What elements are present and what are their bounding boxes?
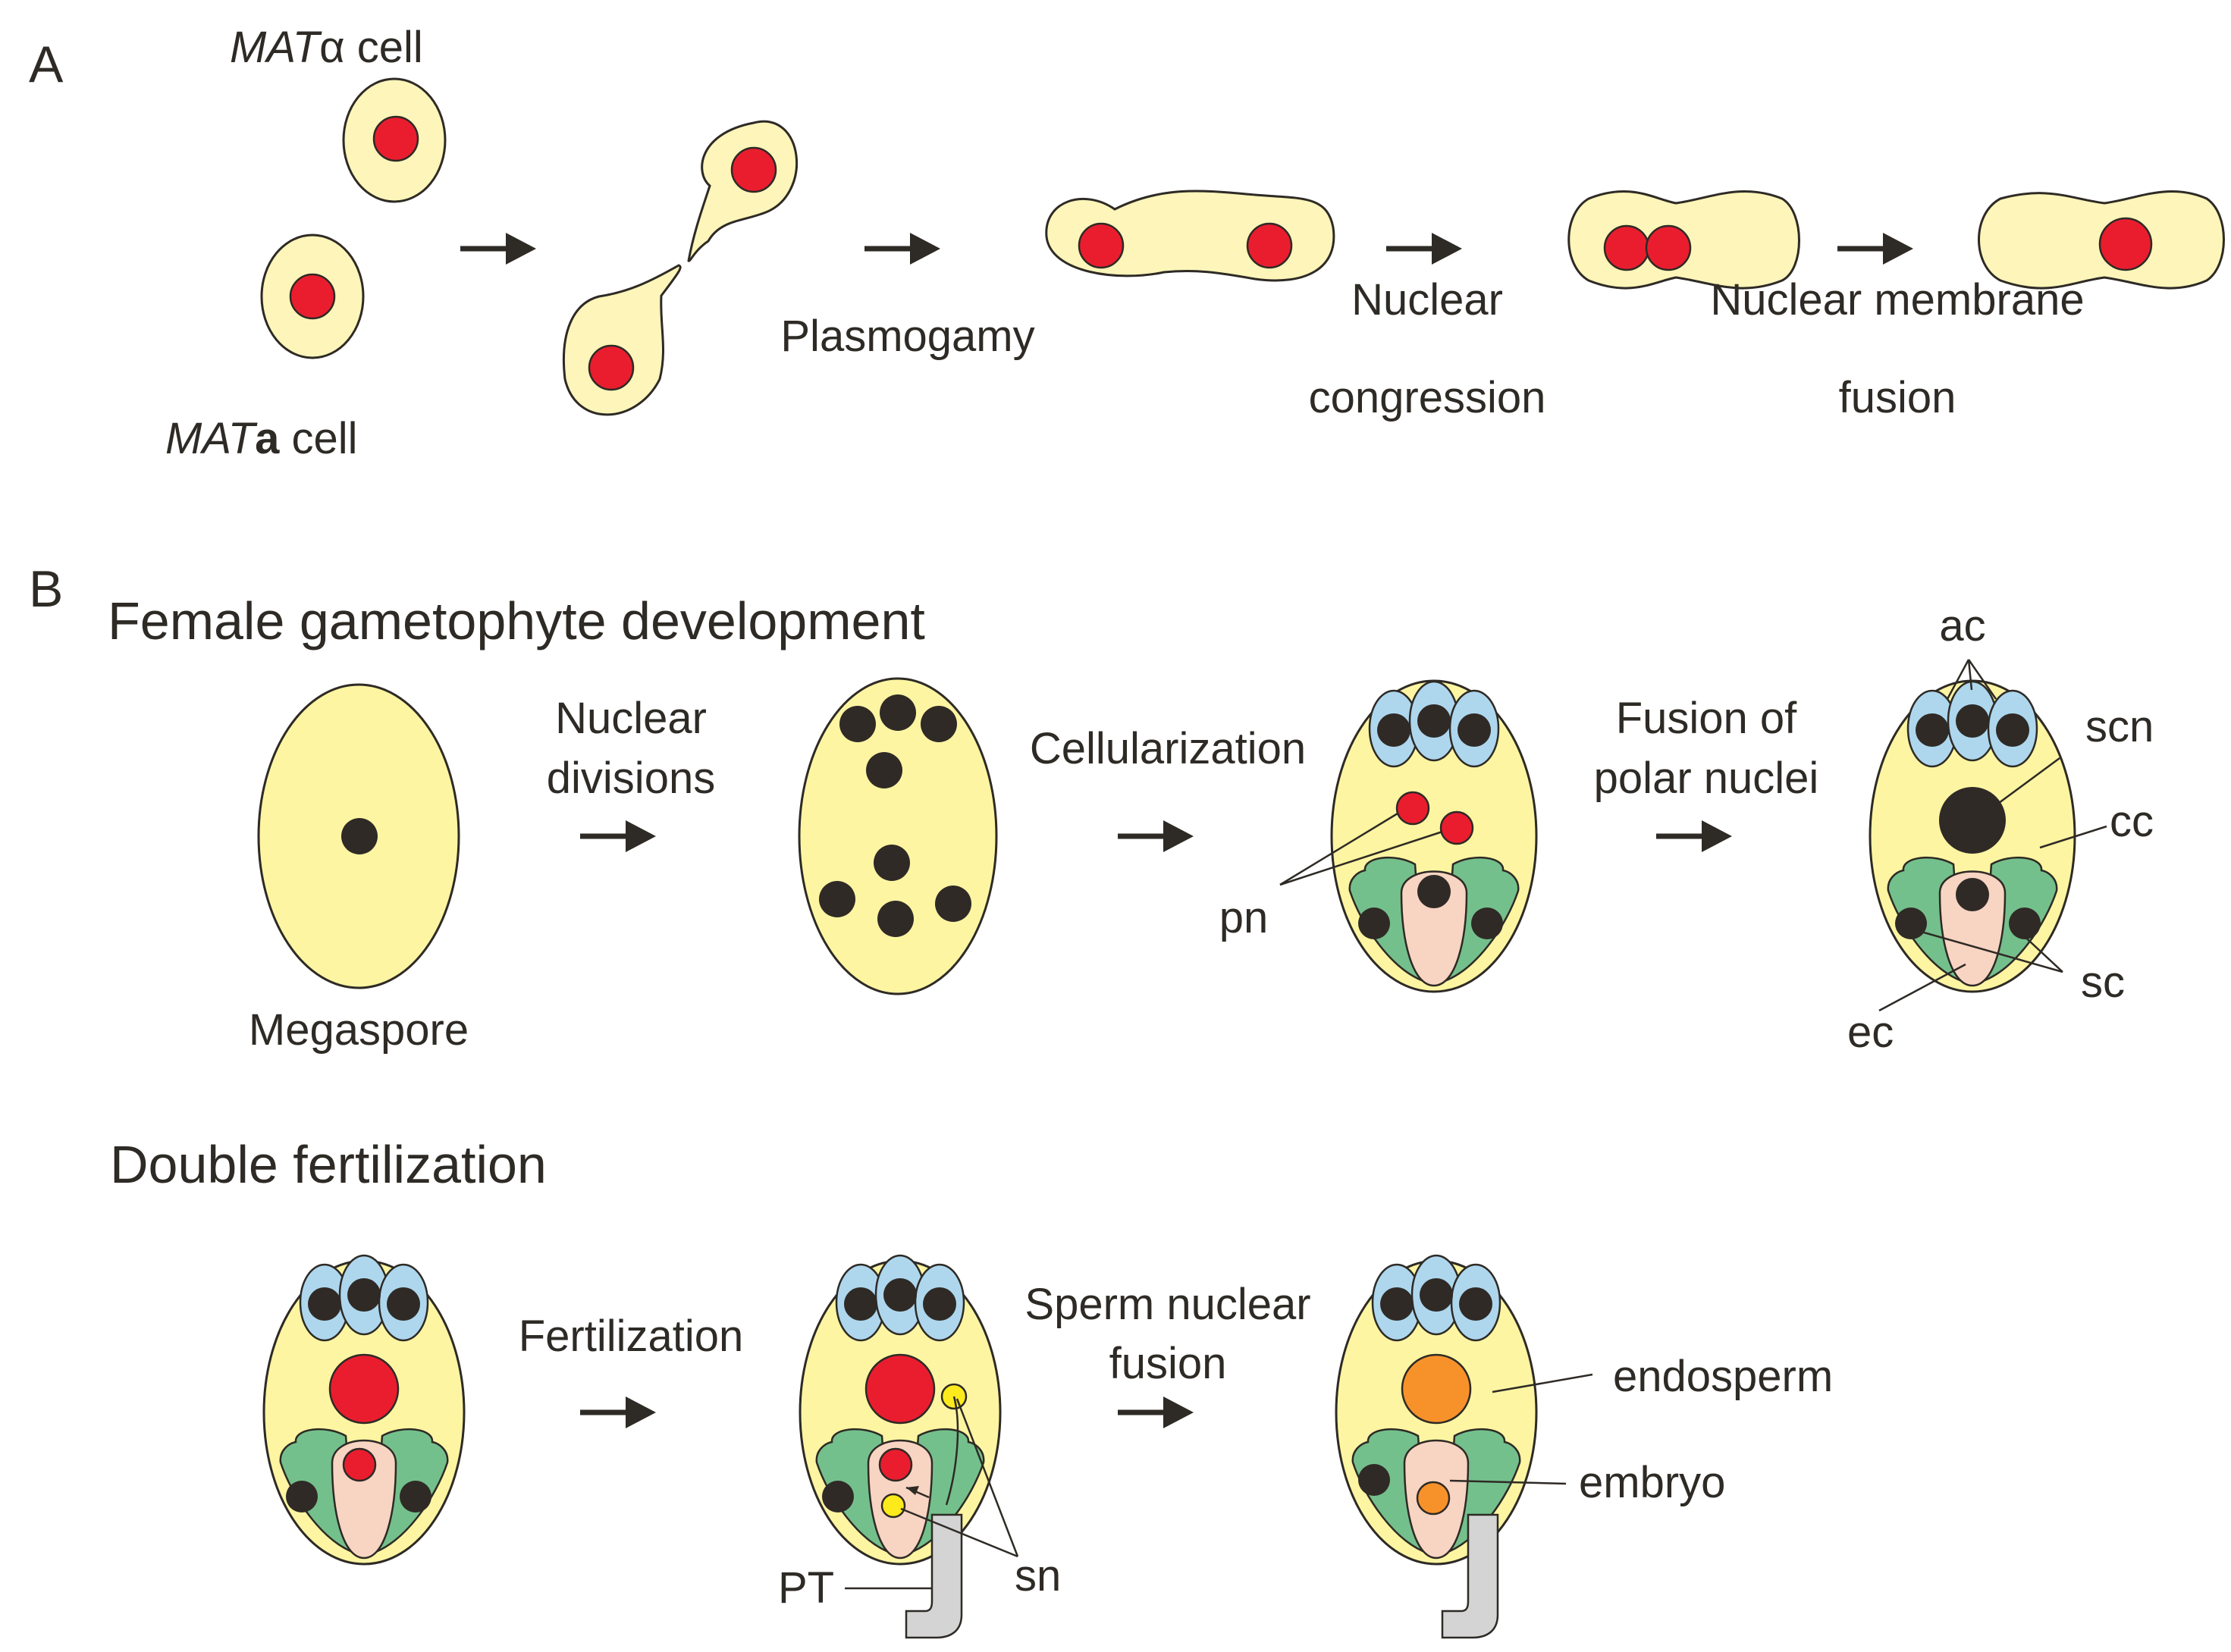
pn-label: pn — [1219, 893, 1269, 942]
membrane-fusion-label-2: fusion — [1839, 373, 1956, 422]
scn-label: scn — [2085, 702, 2154, 751]
ec-label: ec — [1847, 1008, 1894, 1057]
mat-a-cell — [260, 234, 365, 359]
double-fertilization-heading: Double fertilization — [110, 1135, 547, 1194]
mat-a-label: MATa cell — [165, 414, 358, 463]
sc-label: sc — [2081, 958, 2125, 1007]
cc-label: cc — [2110, 797, 2154, 846]
pre-fertilization-sac — [262, 1254, 466, 1566]
arrow-b1 — [580, 820, 656, 852]
zygote-plasmogamy — [1045, 190, 1335, 282]
mat-alpha-label: MATα cell — [230, 23, 423, 72]
panel-b: B Female gametophyte development Megaspo… — [29, 560, 2154, 1639]
arrow-b5 — [1118, 1397, 1194, 1428]
congression-label-1: Nuclear — [1351, 275, 1503, 324]
eight-nucleate-sac — [798, 677, 998, 995]
ac-label: ac — [1939, 601, 1985, 650]
female-gametophyte-heading: Female gametophyte development — [108, 591, 925, 650]
nuclear-divisions-label-2: divisions — [547, 754, 715, 803]
sn-label: sn — [1015, 1551, 1061, 1600]
arrow-a3 — [1386, 233, 1462, 265]
panel-a-letter: A — [29, 36, 64, 93]
nuclear-divisions-label-1: Nuclear — [555, 694, 707, 743]
plasmogamy-label: Plasmogamy — [780, 312, 1034, 361]
arrow-a4 — [1837, 233, 1913, 265]
arrow-b4 — [580, 1397, 656, 1428]
sperm-fusion-label-1: Sperm nuclear — [1025, 1280, 1310, 1329]
megaspore-label: Megaspore — [249, 1005, 469, 1055]
endosperm-label: endosperm — [1613, 1352, 1833, 1401]
arrow-a2 — [864, 233, 940, 265]
arrow-b3 — [1656, 820, 1732, 852]
fertilization-sac — [799, 1254, 1019, 1639]
shmoo-cell-upper — [687, 120, 799, 262]
fertilization-label: Fertilization — [519, 1312, 744, 1361]
mature-gametophyte — [1869, 659, 2107, 1012]
embryo-label: embryo — [1579, 1458, 1725, 1507]
sperm-fusion-label-2: fusion — [1109, 1339, 1227, 1388]
polar-fusion-label-1: Fusion of — [1616, 694, 1797, 743]
congression-label-2: congression — [1309, 373, 1546, 422]
arrow-a1 — [460, 233, 536, 265]
polar-fusion-label-2: polar nuclei — [1594, 754, 1819, 803]
cellularization-label: Cellularization — [1030, 724, 1306, 773]
panel-b-letter: B — [29, 560, 63, 618]
zygote-fused — [1978, 190, 2225, 290]
arrow-b2 — [1118, 820, 1194, 852]
megaspore — [257, 683, 460, 989]
cellularized-sac — [1279, 679, 1538, 993]
panel-a: A MATα cell MATa cell Plasmogamy — [29, 23, 2225, 463]
shmoo-cell-lower — [562, 264, 682, 416]
zygote-congression — [1567, 190, 1800, 290]
pt-label: PT — [778, 1563, 834, 1613]
fertilized-sac — [1335, 1254, 1593, 1639]
mat-alpha-cell — [342, 77, 447, 203]
